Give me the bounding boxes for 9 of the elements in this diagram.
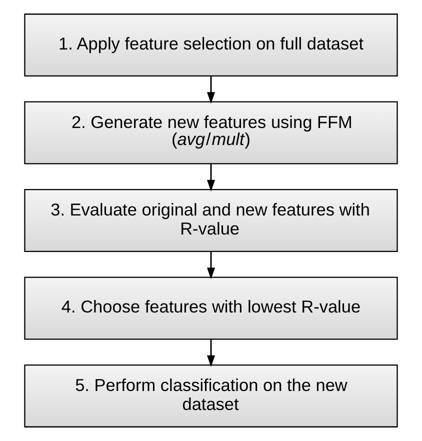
node-box: 5. Perform classification on the new dataset	[24, 364, 398, 428]
arrow	[206, 76, 216, 104]
node-box: 1. Apply feature selection on full dataset	[24, 14, 398, 77]
arrow	[206, 339, 216, 367]
node-box: 2. Generate new features using FFM (avg/mult)	[24, 101, 398, 164]
arrow	[206, 252, 216, 280]
node-box: 4. Choose features with lowest R-value	[24, 276, 398, 340]
arrow	[206, 164, 216, 192]
node-box: 3. Evaluate original and new features with R-value	[24, 189, 398, 252]
